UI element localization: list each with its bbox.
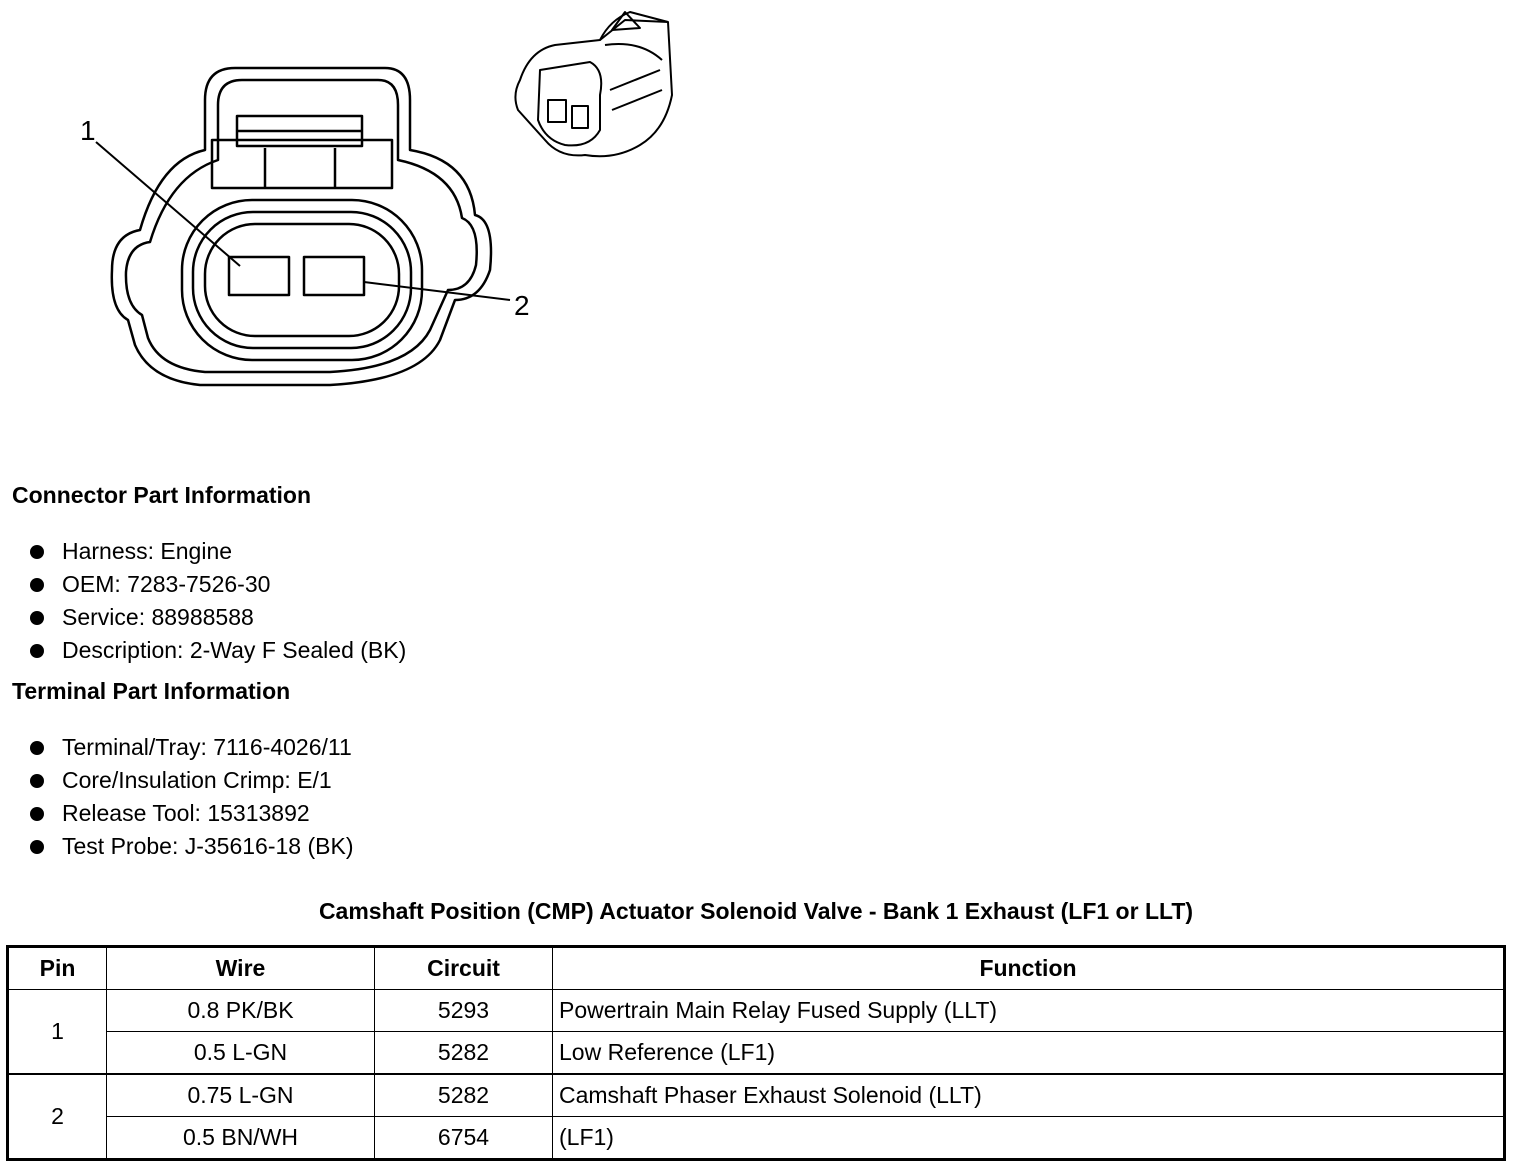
bullet-icon: [30, 840, 44, 854]
wire-cell: 0.5 BN/WH: [106, 1116, 375, 1160]
table-row: 0.5 BN/WH 6754 (LF1): [8, 1116, 1505, 1160]
terminal-part-info-list: Terminal/Tray: 7116-4026/11 Core/Insulat…: [28, 731, 353, 863]
connector-part-info-list: Harness: Engine OEM: 7283-7526-30 Servic…: [28, 535, 406, 667]
table-header-row: Pin Wire Circuit Function: [7, 946, 1505, 990]
list-item: Description: 2-Way F Sealed (BK): [28, 634, 406, 667]
cavity-1: [227, 255, 291, 297]
bullet-icon: [30, 545, 44, 559]
function-cell: Low Reference (LF1): [552, 1031, 1505, 1075]
pin-cell: 2: [7, 1073, 107, 1160]
wire-cell: 0.5 L-GN: [106, 1031, 375, 1075]
header-function: Function: [552, 946, 1505, 990]
circuit-cell: 6754: [374, 1116, 553, 1160]
list-item: Harness: Engine: [28, 535, 406, 568]
list-item: Service: 88988588: [28, 601, 406, 634]
list-item: OEM: 7283-7526-30: [28, 568, 406, 601]
wire-cell: 0.75 L-GN: [106, 1073, 375, 1117]
cavity-2: [302, 255, 366, 297]
pin-cell: 1: [7, 989, 107, 1075]
callout-2: 2: [514, 290, 530, 321]
pinout-table: Pin Wire Circuit Function 1 0.8 PK/BK 52…: [6, 945, 1506, 1161]
bullet-icon: [30, 611, 44, 625]
connector-outline: [110, 66, 493, 387]
wire-cell: 0.8 PK/BK: [106, 989, 375, 1032]
terminal-part-info-title: Terminal Part Information: [12, 678, 291, 704]
function-cell: Camshaft Phaser Exhaust Solenoid (LLT): [552, 1073, 1505, 1117]
circuit-cell: 5282: [374, 1073, 553, 1117]
connector-diagram: 1 2: [80, 11, 673, 387]
header-circuit: Circuit: [374, 946, 553, 990]
header-pin: Pin: [7, 946, 107, 990]
table-row: 0.5 L-GN 5282 Low Reference (LF1): [8, 1031, 1505, 1075]
bullet-icon: [30, 644, 44, 658]
circuit-cell: 5282: [374, 1031, 553, 1075]
bullet-icon: [30, 807, 44, 821]
list-item: Core/Insulation Crimp: E/1: [28, 764, 353, 797]
connector-isometric-view: [514, 11, 673, 158]
list-item: Terminal/Tray: 7116-4026/11: [28, 731, 353, 764]
function-cell: (LF1): [552, 1116, 1505, 1160]
bullet-icon: [30, 774, 44, 788]
function-cell: Powertrain Main Relay Fused Supply (LLT): [552, 989, 1505, 1032]
list-item: Release Tool: 15313892: [28, 797, 353, 830]
bullet-icon: [30, 741, 44, 755]
list-item: Test Probe: J-35616-18 (BK): [28, 830, 353, 863]
connector-part-info-title: Connector Part Information: [12, 482, 312, 508]
bullet-icon: [30, 578, 44, 592]
header-wire: Wire: [106, 946, 375, 990]
callout-1: 1: [80, 115, 96, 146]
circuit-cell: 5293: [374, 989, 553, 1032]
table-title: Camshaft Position (CMP) Actuator Solenoi…: [318, 898, 1194, 924]
table-row: 2 0.75 L-GN 5282 Camshaft Phaser Exhaust…: [7, 1073, 1505, 1160]
table-row: 1 0.8 PK/BK 5293 Powertrain Main Relay F…: [7, 989, 1505, 1075]
